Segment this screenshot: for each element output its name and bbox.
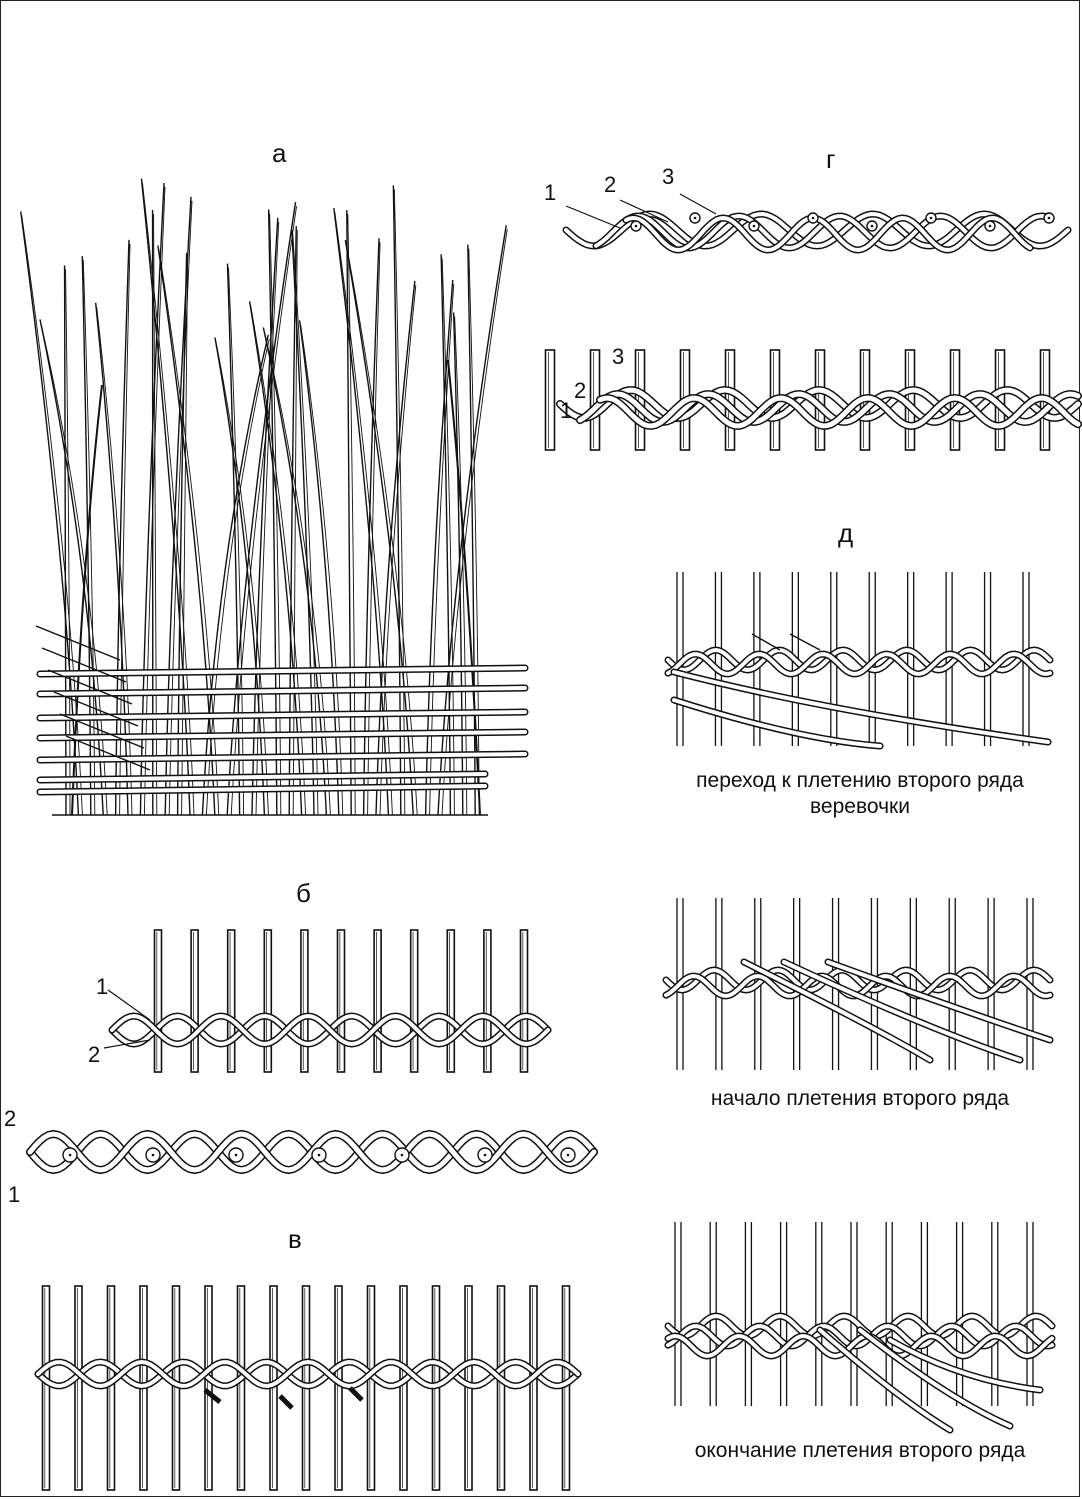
- side-post: [72, 385, 102, 815]
- rod-section-center: [753, 225, 756, 228]
- stake-rod: [228, 930, 235, 1072]
- rod-section-center: [694, 217, 697, 220]
- rod-section-center: [1048, 217, 1051, 220]
- caption-start: начало плетения второго ряда: [660, 1086, 1060, 1112]
- rod-section-center: [812, 217, 815, 220]
- rod-section-center: [989, 225, 992, 228]
- rod-section-center: [401, 1154, 404, 1157]
- stake-rod: [191, 930, 198, 1072]
- stake-rod: [368, 1286, 375, 1490]
- strand-end: [36, 626, 120, 660]
- panel-g-label: г: [826, 146, 835, 172]
- strand-number: 2: [604, 174, 616, 196]
- rod-section-center: [930, 217, 933, 220]
- stake-rod: [65, 265, 66, 815]
- strand-number: 2: [574, 380, 586, 402]
- weaving-strand: [674, 672, 1048, 742]
- stake-rod: [530, 1286, 537, 1490]
- stake-rod: [82, 256, 91, 815]
- stake-rod: [238, 1286, 245, 1490]
- panel-a-label: а: [272, 140, 286, 166]
- rod-section-center: [69, 1154, 72, 1157]
- rod-section-center: [235, 1154, 238, 1157]
- strand-number: 3: [612, 346, 624, 368]
- strand-end: [752, 634, 780, 650]
- stake-rod: [374, 930, 381, 1072]
- rod-section-center: [871, 225, 874, 228]
- panel-v-label: в: [288, 1226, 302, 1252]
- panel-d-drawing: [666, 572, 1052, 1430]
- stake-rod: [301, 930, 308, 1072]
- rod-section-center: [635, 225, 638, 228]
- strand-number: 2: [88, 1044, 100, 1066]
- leader-line: [680, 194, 716, 214]
- stake-rod: [75, 1286, 82, 1490]
- panel-g-drawing: [546, 194, 1079, 450]
- stake-rod: [43, 1286, 50, 1490]
- stake-rod: [335, 1286, 342, 1490]
- strand-number: 1: [544, 182, 556, 204]
- stake-rod: [484, 930, 491, 1072]
- stake-rod: [334, 208, 389, 815]
- rod-section-center: [567, 1154, 570, 1157]
- stake-rod-outline: [83, 260, 95, 815]
- stake-rod: [108, 1286, 115, 1490]
- rod-section-center: [318, 1154, 321, 1157]
- weaving-strand-fill: [112, 1016, 548, 1044]
- stake-rod: [447, 930, 454, 1072]
- strand-number: 1: [8, 1184, 20, 1206]
- rod-section-center: [152, 1154, 155, 1157]
- stake-rod: [338, 930, 345, 1072]
- panel-a-drawing: [21, 179, 525, 815]
- stake-rod: [546, 350, 555, 450]
- leader-line: [566, 206, 620, 228]
- strand-end: [790, 634, 820, 650]
- panel-d-label: д: [838, 520, 853, 546]
- stake-rod-outline: [346, 244, 417, 815]
- stake-rod: [400, 1286, 407, 1490]
- stake-rod: [264, 930, 271, 1072]
- panel-b-drawing: [30, 930, 594, 1170]
- strand-number: 3: [662, 166, 674, 188]
- cut-end: [350, 1388, 362, 1400]
- stake-rod: [155, 930, 162, 1072]
- stake-rod: [454, 313, 463, 815]
- caption-transition-line2: веревочки: [660, 794, 1060, 820]
- strand-number: 2: [4, 1108, 16, 1130]
- stake-rod-outline: [169, 201, 192, 815]
- caption-transition: переход к плетению второго ряда: [660, 768, 1060, 794]
- strand-number: 1: [560, 400, 572, 422]
- strand-end: [66, 736, 150, 770]
- rod-section-center: [484, 1154, 487, 1157]
- stake-rod: [411, 930, 418, 1072]
- stake-rod: [498, 1286, 505, 1490]
- panel-b-label: б: [296, 880, 311, 906]
- strand-number: 1: [96, 976, 108, 998]
- stake-rod: [205, 1286, 212, 1490]
- stake-rod: [300, 320, 339, 815]
- panel-v-drawing: [38, 1286, 578, 1490]
- cut-end: [280, 1396, 292, 1408]
- caption-end: окончание плетения второго ряда: [660, 1438, 1060, 1464]
- stake-rod: [521, 930, 528, 1072]
